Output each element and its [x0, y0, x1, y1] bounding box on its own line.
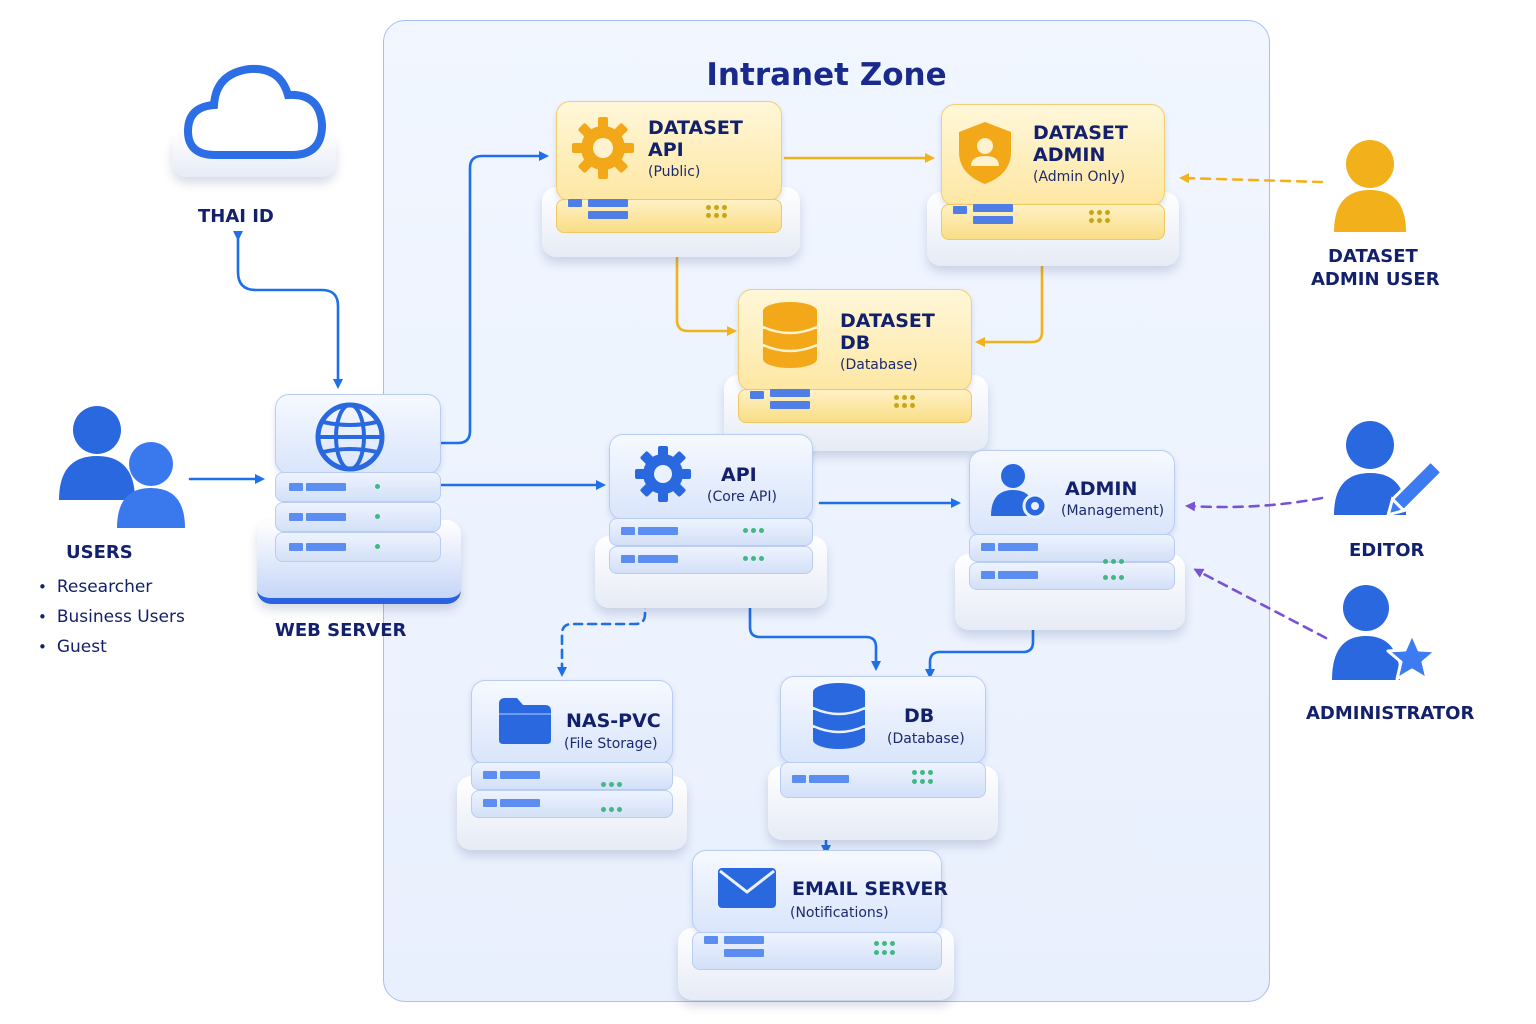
cloud-icon — [183, 64, 327, 159]
dataset-api-label-line1: DATASET — [648, 117, 743, 139]
link-administrator-admin — [1193, 568, 1328, 640]
users-list-item: Researcher — [38, 572, 185, 602]
db-label: DB — [904, 705, 935, 727]
users-group — [55, 400, 195, 540]
user-star-icon — [1332, 585, 1438, 681]
nas-pvc-sub: (File Storage) — [564, 736, 658, 752]
users-list: Researcher Business Users Guest — [38, 572, 185, 662]
shield-user-icon — [959, 122, 1011, 184]
administrator-actor — [1330, 580, 1442, 692]
link-thaiid-web — [233, 231, 343, 389]
users-icon — [59, 406, 185, 528]
link-datasetapi-datasetdb — [675, 236, 737, 336]
users-list-item: Business Users — [38, 602, 185, 632]
gear-icon — [572, 117, 634, 179]
email-server-label: EMAIL SERVER — [792, 878, 948, 900]
dataset-admin-user-label-line1: DATASET — [1328, 246, 1418, 267]
database-icon — [762, 302, 818, 368]
editor-label: EDITOR — [1349, 540, 1425, 561]
dataset-db-label-line1: DATASET — [840, 310, 935, 332]
dataset-admin-sub: (Admin Only) — [1033, 169, 1126, 185]
dataset-api-sub: (Public) — [648, 164, 701, 180]
email-server-node[interactable]: EMAIL SERVER (Notifications) — [676, 846, 960, 1006]
dataset-api-node[interactable]: DATASET API (Public) — [540, 95, 805, 265]
envelope-icon — [718, 868, 776, 908]
db-sub: (Database) — [887, 731, 965, 747]
nas-pvc-label: NAS-PVC — [566, 710, 661, 732]
web-server-node[interactable]: WEB SERVER — [255, 390, 465, 641]
dataset-admin-node[interactable]: DATASET ADMIN (Admin Only) — [925, 98, 1185, 273]
link-admin-db — [925, 610, 1035, 679]
dataset-admin-user-actor — [1328, 138, 1418, 238]
database-icon — [812, 683, 866, 749]
dataset-db-sub: (Database) — [840, 357, 918, 373]
admin-node[interactable]: ADMIN (Management) — [953, 446, 1193, 636]
user-gear-icon — [991, 464, 1048, 519]
link-datasetadmin-datasetdb — [975, 238, 1044, 347]
api-label: API — [721, 464, 757, 486]
dataset-admin-user-label-line2: ADMIN USER — [1311, 269, 1440, 290]
email-server-sub: (Notifications) — [790, 905, 889, 921]
api-node[interactable]: API (Core API) — [593, 430, 833, 615]
dataset-db-label-line2: DB — [840, 332, 871, 354]
editor-actor — [1330, 415, 1440, 530]
dataset-db-node[interactable]: DATASET DB (Database) — [722, 283, 992, 458]
admin-label: ADMIN — [1065, 478, 1138, 500]
dataset-admin-label-line2: ADMIN — [1033, 144, 1106, 166]
link-web-datasetapi — [438, 151, 549, 445]
web-server-label: WEB SERVER — [275, 620, 407, 641]
dataset-api-label-line2: API — [648, 139, 684, 161]
user-pencil-icon — [1334, 421, 1440, 517]
link-api-db — [748, 605, 881, 671]
link-api-nas — [557, 578, 650, 677]
link-editor-admin — [1185, 496, 1324, 512]
gear-icon — [635, 446, 691, 502]
admin-sub: (Management) — [1061, 503, 1165, 519]
administrator-label: ADMINISTRATOR — [1306, 703, 1475, 724]
folder-icon — [499, 698, 551, 744]
thai-id-label: THAI ID — [198, 206, 274, 227]
dataset-admin-label-line1: DATASET — [1033, 122, 1128, 144]
user-icon — [1334, 140, 1406, 232]
nas-pvc-node[interactable]: NAS-PVC (File Storage) — [455, 676, 693, 856]
thai-id-node[interactable]: THAI ID — [170, 55, 340, 227]
users-list-item: Guest — [38, 632, 185, 662]
api-sub: (Core API) — [707, 489, 777, 505]
users-label: USERS — [66, 542, 133, 563]
db-node[interactable]: DB (Database) — [766, 672, 1002, 844]
globe-icon — [315, 402, 385, 472]
zone-title: Intranet Zone — [706, 57, 947, 93]
link-datasetadminuser-datasetadmin — [1179, 173, 1324, 184]
